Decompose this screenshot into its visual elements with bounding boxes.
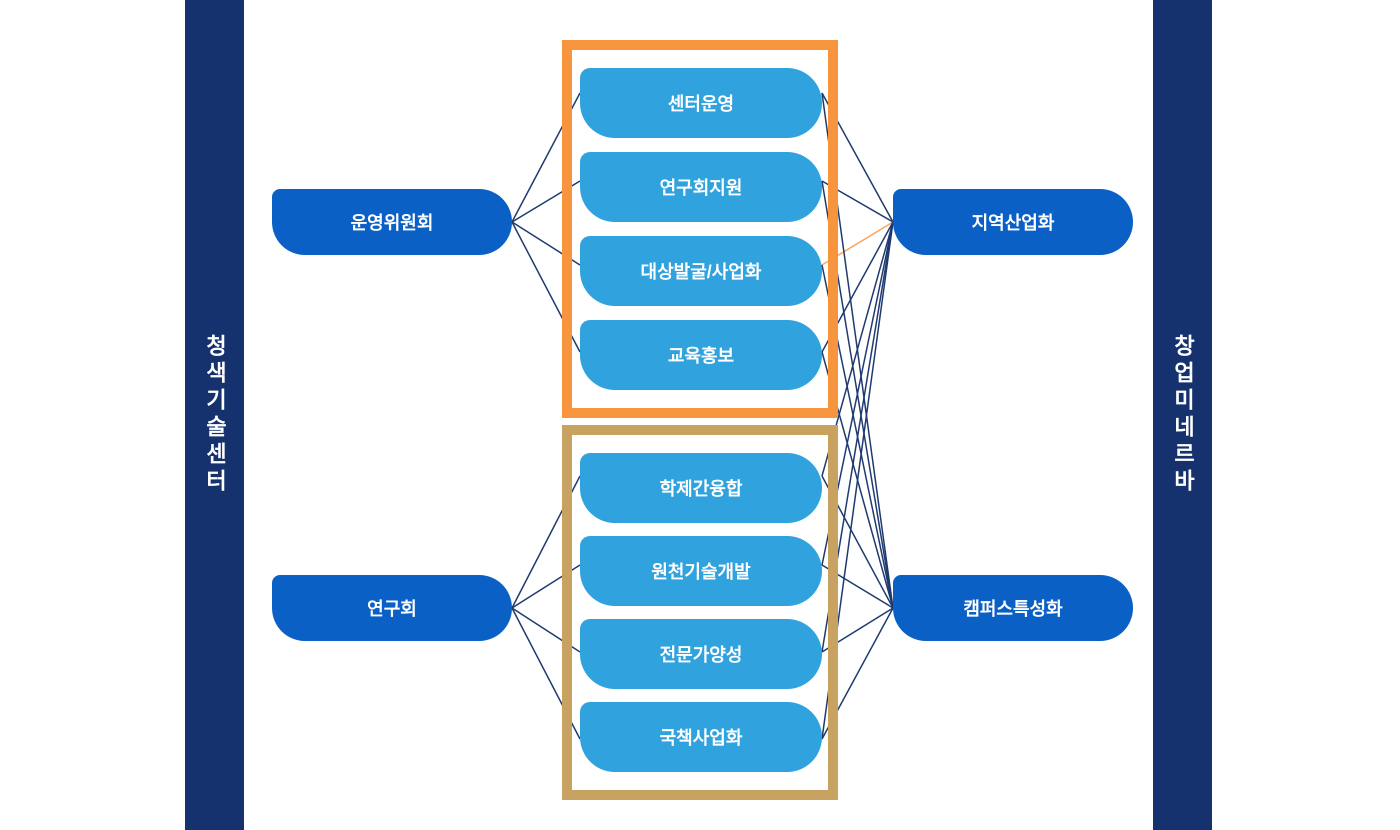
item-education-promotion: 교육홍보 [580, 320, 822, 390]
node-regional-industrialization: 지역산업화 [893, 189, 1133, 255]
item-center-operation: 센터운영 [580, 68, 822, 138]
item-source-technology: 원천기술개발 [580, 536, 822, 606]
node-campus-specialization: 캠퍼스특성화 [893, 575, 1133, 641]
item-label: 학제간융합 [659, 479, 743, 499]
top-group-frame: 센터운영 연구회지원 대상발굴/사업화 교육홍보 [562, 40, 838, 418]
node-label: 운영위원회 [350, 213, 434, 233]
item-label: 대상발굴/사업화 [640, 262, 762, 282]
item-national-project: 국책사업화 [580, 702, 822, 772]
item-label: 교육홍보 [667, 346, 735, 366]
node-steering-committee: 운영위원회 [272, 189, 512, 255]
left-side-bar: 청색기술센터 [185, 0, 244, 830]
node-label: 캠퍼스특성화 [963, 599, 1063, 619]
right-side-bar-label: 창업미네르바 [1170, 334, 1196, 496]
item-target-discovery: 대상발굴/사업화 [580, 236, 822, 306]
item-label: 원천기술개발 [651, 562, 751, 582]
item-expert-training: 전문가양성 [580, 619, 822, 689]
node-research-society: 연구회 [272, 575, 512, 641]
left-side-bar-label: 청색기술센터 [202, 334, 228, 496]
item-label: 연구회지원 [659, 178, 743, 198]
right-side-bar: 창업미네르바 [1153, 0, 1212, 830]
node-label: 지역산업화 [971, 213, 1055, 233]
item-label: 국책사업화 [659, 728, 743, 748]
item-label: 전문가양성 [659, 645, 743, 665]
item-research-support: 연구회지원 [580, 152, 822, 222]
item-label: 센터운영 [667, 94, 735, 114]
node-label: 연구회 [367, 599, 417, 619]
item-interdisciplinary-convergence: 학제간융합 [580, 453, 822, 523]
bottom-group-frame: 학제간융합 원천기술개발 전문가양성 국책사업화 [562, 425, 838, 800]
